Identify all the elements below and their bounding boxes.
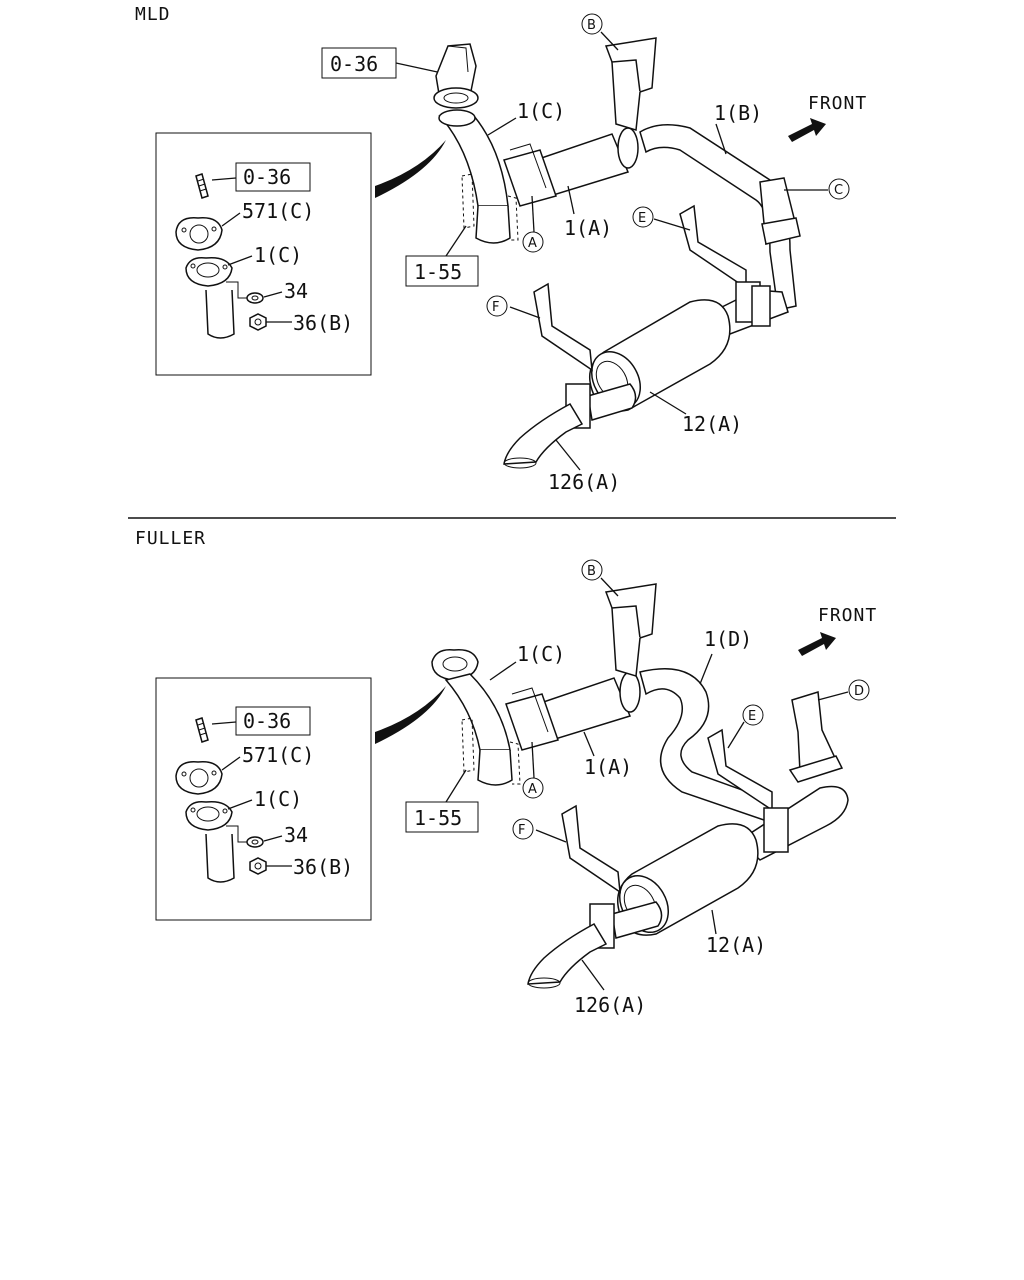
front-arrow-icon [788, 118, 826, 142]
stud-icon [195, 173, 209, 199]
inset-nut-label: 36(B) [293, 311, 353, 335]
bracket-f-icon [561, 804, 621, 894]
inset-gasket-label: 571(C) [242, 743, 314, 767]
inset-ref-box [235, 706, 311, 736]
down-pipe-1c [438, 109, 519, 244]
callout-f [486, 295, 508, 317]
callout-b-label: B [587, 18, 596, 33]
callout-d [848, 679, 870, 701]
callout-e [632, 206, 654, 228]
gasket-icon [175, 217, 223, 251]
tail-126a-label: 126(A) [574, 993, 646, 1017]
ref-box-1-55 [405, 255, 479, 287]
callout-c [828, 178, 850, 200]
pipe-1b-label: 1(B) [714, 101, 762, 125]
callout-f [512, 818, 534, 840]
flange-pipe-icon [185, 800, 235, 883]
tail-pipe-126a [503, 383, 637, 469]
manifold-elbow-icon [433, 43, 479, 109]
inset-pointer-icon [375, 140, 446, 198]
gasket-icon [175, 761, 223, 795]
washer-icon [246, 836, 264, 848]
callout-c-label: C [834, 183, 843, 198]
pipe-1c-label: 1(C) [517, 642, 565, 666]
section-fuller: FULLER 0-36 571(C) [135, 528, 877, 1017]
ref-label-1-55: 1-55 [414, 260, 462, 284]
callout-a [522, 777, 544, 799]
callout-a-label: A [528, 782, 537, 797]
pipe-1d [639, 668, 771, 821]
ref-label-1-55: 1-55 [414, 806, 462, 830]
stud-icon [195, 717, 209, 743]
tail-126a-label: 126(A) [548, 470, 620, 494]
muffler-12a-label: 12(A) [682, 412, 742, 436]
callout-e-label: E [638, 211, 646, 226]
callout-b-label: B [587, 564, 596, 579]
pipe-1a [505, 671, 641, 751]
inset-pipe-label: 1(C) [254, 787, 302, 811]
callout-f-label: F [492, 300, 499, 315]
nut-icon [249, 313, 267, 331]
bracket-b-icon [604, 583, 657, 677]
inset-frame [155, 677, 372, 921]
tail-pipe-126a [527, 901, 663, 989]
inset-pipe-label: 1(C) [254, 243, 302, 267]
front-label-fuller: FRONT [818, 605, 877, 626]
bracket-b-icon [604, 37, 657, 131]
inset-washer-label: 34 [284, 823, 308, 847]
inset-ref-label: 0-36 [243, 165, 291, 189]
front-label-mld: FRONT [808, 93, 867, 114]
callout-e-label: E [748, 709, 756, 724]
section-mld: MLD 0-36 571(C) [135, 4, 867, 494]
inset-ref-label: 0-36 [243, 709, 291, 733]
bracket-e-icon [707, 728, 773, 812]
pipe-1d-label: 1(D) [704, 627, 752, 651]
section-title-mld: MLD [135, 4, 171, 25]
inset-fuller: 0-36 571(C) 1(C) [155, 677, 372, 921]
ref-label-0-36: 0-36 [330, 52, 378, 76]
pipe-1a-label: 1(A) [564, 216, 612, 240]
clamp-icon [710, 281, 789, 335]
inset-mld: 0-36 571(C) 1(C) [155, 132, 372, 376]
callout-d-label: D [854, 684, 864, 699]
inset-washer-label: 34 [284, 279, 308, 303]
bracket-f-icon [533, 282, 593, 372]
inset-ref-box [235, 162, 311, 192]
callout-a-label: A [528, 236, 537, 251]
inset-frame [155, 132, 372, 376]
bracket-e-icon [679, 204, 747, 290]
callout-e [742, 704, 764, 726]
clamp-icon [738, 785, 849, 861]
pipe-1a-label: 1(A) [584, 755, 632, 779]
bracket-d-icon [788, 691, 844, 783]
washer-icon [246, 292, 264, 304]
callout-f-label: F [518, 823, 525, 838]
down-pipe-1c [431, 649, 521, 786]
callout-a [522, 231, 544, 253]
callout-b [581, 13, 603, 35]
callout-b [581, 559, 603, 581]
front-arrow-icon [798, 632, 836, 656]
ref-box-1-55 [405, 801, 479, 833]
pipe-1c-label: 1(C) [517, 99, 565, 123]
bracket-c-icon [759, 177, 801, 245]
inset-pointer-icon [375, 686, 446, 744]
inset-gasket-label: 571(C) [242, 199, 314, 223]
flange-pipe-icon [185, 256, 235, 339]
nut-icon [249, 857, 267, 875]
pipe-1a [503, 127, 639, 207]
muffler-12a-label: 12(A) [706, 933, 766, 957]
section-title-fuller: FULLER [135, 528, 206, 549]
inset-nut-label: 36(B) [293, 855, 353, 879]
